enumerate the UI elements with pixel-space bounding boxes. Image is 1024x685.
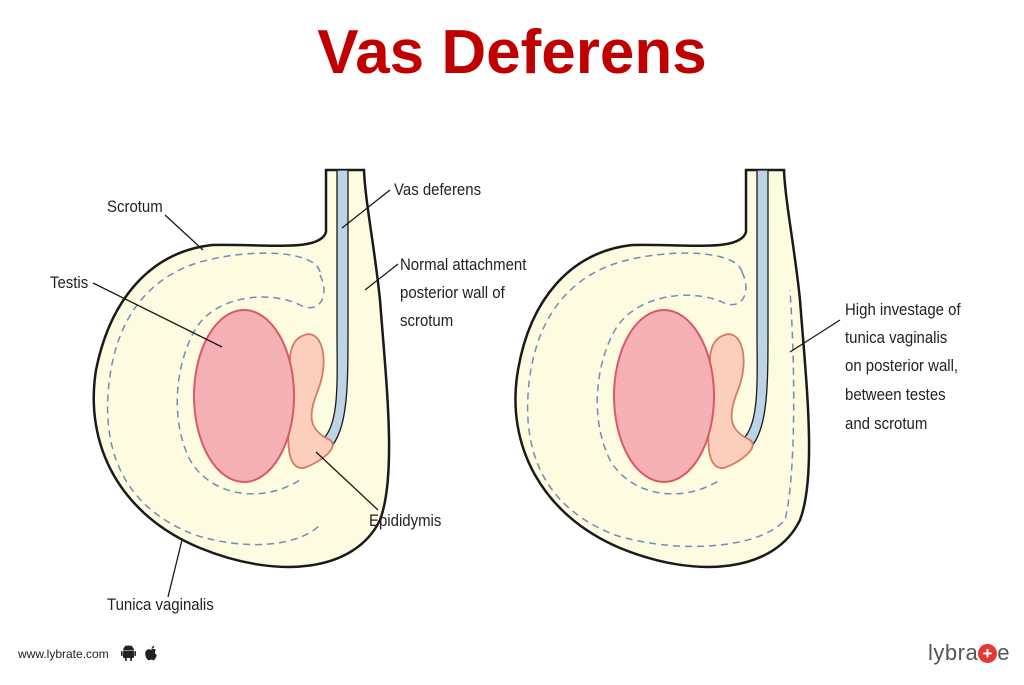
scrotum-leader xyxy=(164,214,204,251)
tunica-inner-left xyxy=(176,274,325,495)
scrotum-label: Scrotum xyxy=(107,197,163,216)
high-investage-label-line5: and scrotum xyxy=(845,414,928,433)
tunica-vaginalis-label: Tunica vaginalis xyxy=(107,595,214,614)
plus-icon: + xyxy=(978,644,998,663)
android-icon[interactable] xyxy=(121,645,136,662)
logo-text-left: lybra xyxy=(928,640,979,665)
normal-attachment-label-line3: scrotum xyxy=(400,311,454,330)
vas-deferens-leader xyxy=(341,189,391,229)
normal-attachment-label-line2: posterior wall of xyxy=(400,283,505,302)
high-investage-label-line2: tunica vaginalis xyxy=(845,328,948,347)
normal-attachment-label-line1: Normal attachment xyxy=(400,255,527,274)
high-investage-diagram xyxy=(514,168,841,569)
testis-right xyxy=(613,309,715,483)
testis-left xyxy=(193,309,295,483)
epididymis-label: Epididymis xyxy=(369,511,442,530)
normal-scrotum-diagram xyxy=(92,168,399,598)
logo-text-right: e xyxy=(997,640,1010,665)
normal-attachment-leader xyxy=(364,263,399,291)
high-investage-label-line4: between testes xyxy=(845,385,946,404)
vas-deferens-label: Vas deferens xyxy=(394,180,482,199)
page-title: Vas Deferens xyxy=(317,18,707,87)
tunica-vaginalis-leader xyxy=(167,539,183,598)
lybrate-logo: lybra+e xyxy=(928,640,1010,666)
high-investage-label-line3: on posterior wall, xyxy=(845,356,959,375)
website-link[interactable]: www.lybrate.com xyxy=(18,647,109,661)
high-investage-label-line1: High investage of xyxy=(845,300,961,319)
apple-icon[interactable] xyxy=(144,645,159,662)
epididymis-leader xyxy=(315,451,379,511)
testis-label: Testis xyxy=(50,273,89,292)
tunica-vaginalis-left xyxy=(106,252,321,546)
tunica-vaginalis-right xyxy=(526,252,795,548)
testis-leader xyxy=(92,282,223,348)
app-store-icons xyxy=(121,645,159,662)
high-investage-leader xyxy=(789,319,841,353)
